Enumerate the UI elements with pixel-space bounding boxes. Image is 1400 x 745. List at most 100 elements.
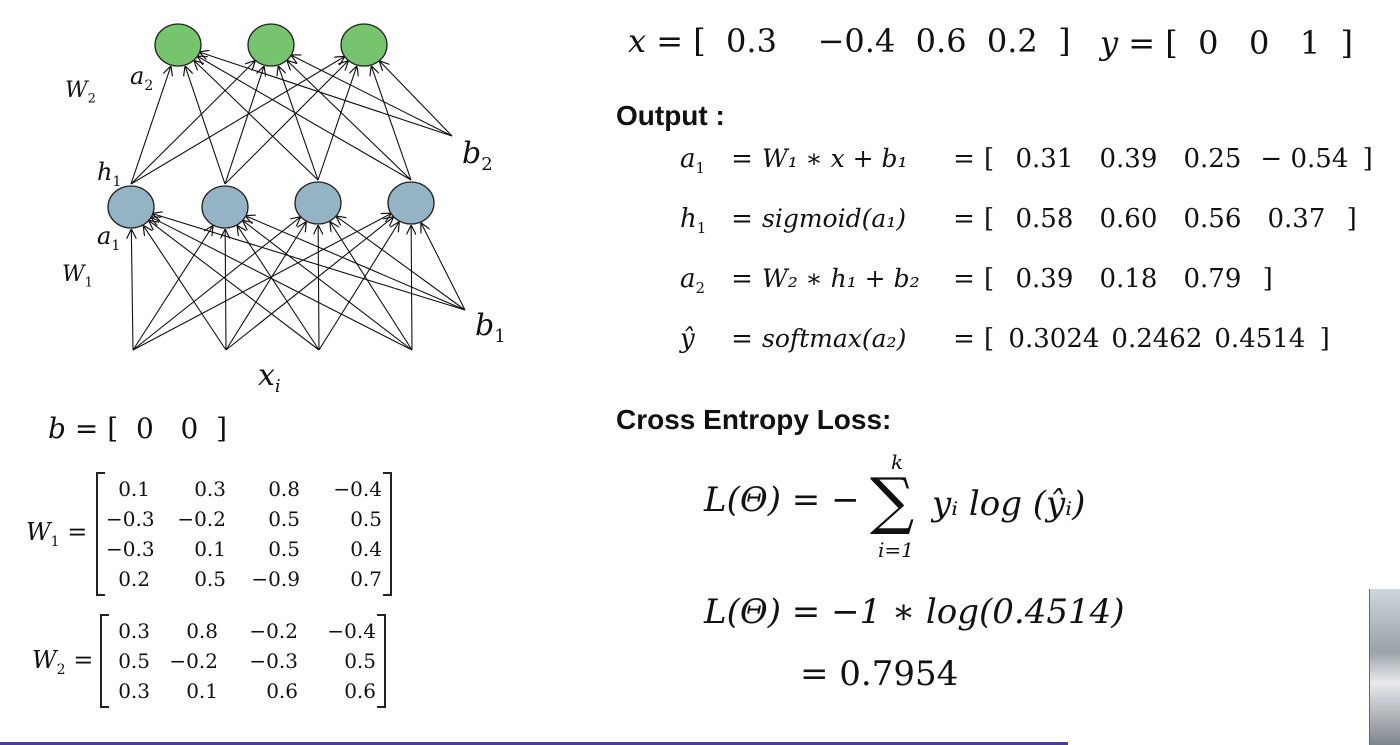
connection-arrow [130, 61, 255, 185]
matrix-cell: 0.8 [186, 619, 218, 643]
connection-arrow [279, 67, 319, 181]
progress-bar [0, 742, 1068, 745]
matrix-cell: 0.5 [118, 649, 150, 673]
connection-arrow [225, 222, 306, 351]
matrix-cell: 0.1 [118, 477, 150, 501]
hidden-node [294, 181, 342, 225]
connection-arrow [246, 216, 466, 311]
b-vector-value: 0 [135, 412, 154, 445]
matrix-cell: −0.3 [106, 507, 155, 531]
network-diagram [107, 23, 466, 351]
hidden-node [387, 181, 435, 225]
label-W1: W1 [62, 262, 93, 291]
connection-arrow [288, 61, 412, 181]
matrix-cell: 0.5 [194, 567, 226, 591]
connection-arrow [337, 217, 466, 311]
loss-formula-rhs: yᵢ log (ŷᵢ) [932, 484, 1086, 524]
matrix-cell: −0.2 [169, 649, 218, 673]
result-value: 0.3024 [1008, 324, 1100, 354]
result-value: 0.4514 [1214, 324, 1306, 354]
matrix-cell: −0.2 [249, 619, 298, 643]
result-value: 0.39 [1015, 264, 1074, 294]
connection-arrow [132, 226, 213, 351]
matrix-cell: 0.3 [118, 619, 150, 643]
hidden-node [201, 185, 249, 229]
equation-rhs: W₂ ∗ h₁ + b₂ [762, 264, 920, 293]
result-value: 0.39 [1099, 144, 1158, 174]
matrix-cell: 0.6 [344, 679, 376, 703]
connection-arrow [144, 226, 227, 351]
result-value: 0.60 [1099, 204, 1158, 234]
equation-lhs: a1 [680, 144, 706, 178]
loss-formula: L(Θ) = − [704, 480, 860, 520]
hidden-node [107, 185, 155, 229]
result-value: 0.58 [1015, 204, 1074, 234]
b-vector-value: 0 [180, 412, 199, 445]
y-value: 1 [1299, 24, 1321, 62]
output-node [340, 23, 388, 67]
matrix-cell: 0.4 [350, 537, 382, 561]
equation-rhs: W₁ ∗ x + b₁ [762, 144, 908, 173]
sum-upper: k [891, 450, 904, 474]
label-b1: b1 [475, 308, 506, 347]
label-b2: b2 [462, 136, 493, 175]
connection-arrow [151, 217, 413, 351]
x-value: 0.2 [986, 22, 1038, 60]
loss-computation: L(Θ) = −1 ∗ log(0.4514) [704, 592, 1125, 632]
result-value: 0.56 [1183, 204, 1242, 234]
label-xi: xi [258, 358, 281, 397]
W2-label: W2 = [32, 646, 94, 678]
connection-arrow [224, 61, 348, 185]
x-value: −0.4 [817, 22, 896, 60]
x-value: 0.6 [915, 22, 967, 60]
connection-arrow [195, 61, 319, 181]
matrix-cell: 0.3 [194, 477, 226, 501]
label-a2: a2 [130, 62, 154, 94]
matrix-cell: 0.5 [268, 507, 300, 531]
connection-arrow [225, 230, 226, 351]
equation-lhs: ŷ [680, 324, 695, 354]
connection-arrow [317, 67, 357, 181]
connection-arrow [130, 67, 171, 185]
matrix-cell: −0.3 [249, 649, 298, 673]
connection-arrow [131, 230, 133, 351]
connection-arrow [185, 67, 226, 185]
matrix-cell: 0.5 [344, 649, 376, 673]
connection-arrow [225, 217, 393, 351]
connection-arrow [149, 221, 320, 351]
matrix-cell: 0.6 [266, 679, 298, 703]
connection-arrow [380, 62, 453, 137]
connection-arrow [318, 222, 399, 351]
connection-arrow [411, 226, 412, 351]
connection-arrow [372, 67, 412, 181]
connection-arrow [330, 222, 413, 351]
b-vector: b = [ 0 0 ] [48, 412, 228, 445]
x-vector: x = [ 0.3 −0.4 0.6 0.2 ] [628, 22, 1071, 60]
connection-arrow [198, 57, 412, 181]
matrix-cell: 0.3 [118, 679, 150, 703]
matrix-cell: 0.5 [268, 537, 300, 561]
result-value: 0.79 [1183, 264, 1242, 294]
matrix-cell: −0.3 [106, 537, 155, 561]
loss-result: = 0.7954 [800, 654, 959, 694]
equation-lhs: a2 [680, 264, 706, 298]
result-value: − 0.54 [1260, 144, 1349, 174]
matrix-row: 0.5 −0.2 −0.3 0.5 [110, 646, 376, 676]
output-node [154, 23, 202, 67]
matrix-cell: −0.9 [251, 567, 300, 591]
result-value: 0.31 [1015, 144, 1074, 174]
equation-lhs: h1 [680, 204, 707, 238]
equation-rhs: sigmoid(a₁) [762, 204, 907, 233]
